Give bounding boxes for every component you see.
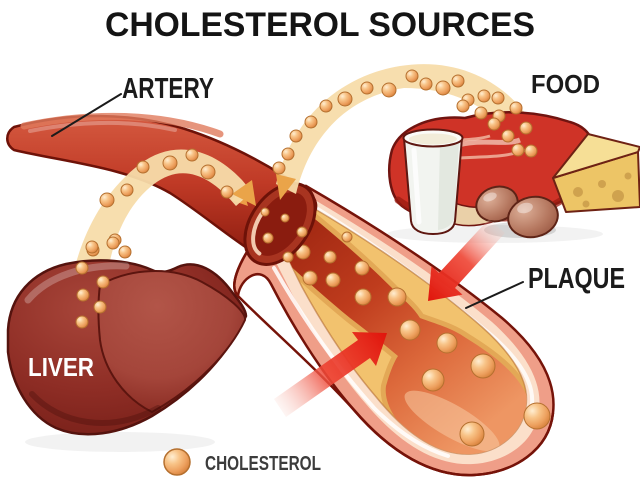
cheese-wedge	[552, 133, 640, 213]
plaque-warning-arrow-bottom	[274, 332, 387, 417]
lumen-blood	[286, 206, 527, 455]
cholesterol-ball	[456, 99, 470, 113]
cholesterol-ball	[435, 80, 451, 96]
cholesterol-ball	[162, 155, 178, 171]
cholesterol-ball	[280, 213, 290, 223]
stream-arrowhead-icon	[232, 180, 256, 206]
stream-band	[68, 149, 252, 308]
artery-tube	[6, 112, 353, 266]
cholesterol-ball	[75, 315, 89, 329]
cholesterol-ball	[118, 245, 132, 259]
cholesterol-ball	[501, 129, 515, 143]
cholesterol-ball	[136, 160, 150, 174]
cholesterol-ball	[296, 226, 308, 238]
cholesterol-ball	[509, 101, 523, 115]
cholesterol-ball	[304, 115, 318, 129]
plaque-label: PLAQUE	[528, 263, 625, 295]
cholesterol-ball	[491, 91, 505, 105]
cholesterol-ball	[341, 231, 353, 243]
liver-gloss	[24, 262, 130, 304]
cholesterol-ball	[75, 261, 89, 275]
cholesterol-ball	[451, 74, 465, 88]
cholesterol-ball	[399, 319, 421, 341]
cholesterol-ball	[325, 272, 341, 288]
rim-cholesterol-balls	[260, 207, 353, 263]
cholesterol-ball	[470, 353, 496, 379]
cholesterol-ball	[76, 288, 90, 302]
food-group	[387, 111, 640, 243]
cholesterol-ball	[436, 332, 458, 354]
cholesterol-ball	[354, 288, 372, 306]
cholesterol-ball	[381, 82, 397, 98]
cholesterol-ball	[96, 275, 110, 289]
cholesterol-ball	[323, 250, 337, 264]
cholesterol-ball	[289, 129, 303, 143]
vessel-wall-flare	[233, 243, 555, 477]
cholesterol-ball	[85, 240, 99, 254]
cholesterol-ball	[354, 260, 370, 276]
food-stream-cholesterol-balls	[272, 69, 538, 175]
cholesterol-ball	[524, 144, 538, 158]
liver-shadow	[25, 432, 215, 452]
cholesterol-ball	[282, 251, 294, 263]
food-label: FOOD	[531, 69, 600, 99]
liver	[6, 259, 248, 452]
cholesterol-ball	[337, 91, 353, 107]
artery-tube-gloss-white	[28, 120, 177, 133]
cholesterol-ball	[120, 183, 134, 197]
legend-label: CHOLESTEROL	[205, 453, 321, 475]
cholesterol-ball	[200, 164, 216, 180]
cholesterol-ball-icon	[163, 448, 191, 476]
stream-arrowhead-icon	[276, 174, 296, 200]
artery-tube-gloss	[20, 112, 224, 138]
cholesterol-ball	[272, 161, 286, 175]
cholesterol-ball	[487, 117, 501, 131]
liver-bottom-shade	[29, 391, 161, 426]
cholesterol-ball	[421, 368, 445, 392]
cholesterol-ball	[106, 236, 120, 250]
cholesterol-ball	[260, 207, 270, 217]
cholesterol-ball	[477, 89, 491, 103]
cholesterol-ball	[387, 287, 407, 307]
cholesterol-ball	[360, 81, 374, 95]
milk-glass	[402, 128, 464, 236]
cholesterol-ball	[185, 148, 199, 162]
cholesterol-ball	[302, 270, 318, 286]
cholesterol-ball	[319, 99, 333, 113]
cholesterol-ball	[281, 147, 295, 161]
cholesterol-ball	[519, 121, 533, 135]
liver-stream-cholesterol-balls	[75, 148, 234, 329]
plaque-pointer-line	[465, 281, 524, 309]
liver-to-artery-stream	[68, 149, 256, 308]
liver-label: LIVER	[28, 352, 94, 382]
cholesterol-ball	[419, 77, 433, 91]
vessel-wall-gloss-lower	[272, 266, 450, 458]
artery-pointer-line	[51, 93, 122, 137]
artery-cutaway-vessel	[233, 184, 555, 477]
diagram-title: CHOLESTEROL SOURCES	[105, 6, 535, 44]
cholesterol-ball	[459, 421, 485, 447]
cholesterol-ball	[262, 232, 274, 244]
cholesterol-ball	[474, 106, 488, 120]
cholesterol-ball	[93, 300, 107, 314]
eggs	[475, 185, 559, 239]
liver-front-lobe	[97, 270, 246, 414]
cholesterol-ball	[405, 69, 419, 83]
plaque-warning-arrow-top	[428, 219, 505, 301]
cholesterol-ball	[99, 192, 115, 208]
artery-label: ARTERY	[122, 73, 214, 105]
cholesterol-ball	[220, 185, 234, 199]
cholesterol-ball	[523, 402, 551, 430]
cholesterol-ball	[511, 143, 525, 157]
legend: CHOLESTEROL	[163, 448, 321, 476]
